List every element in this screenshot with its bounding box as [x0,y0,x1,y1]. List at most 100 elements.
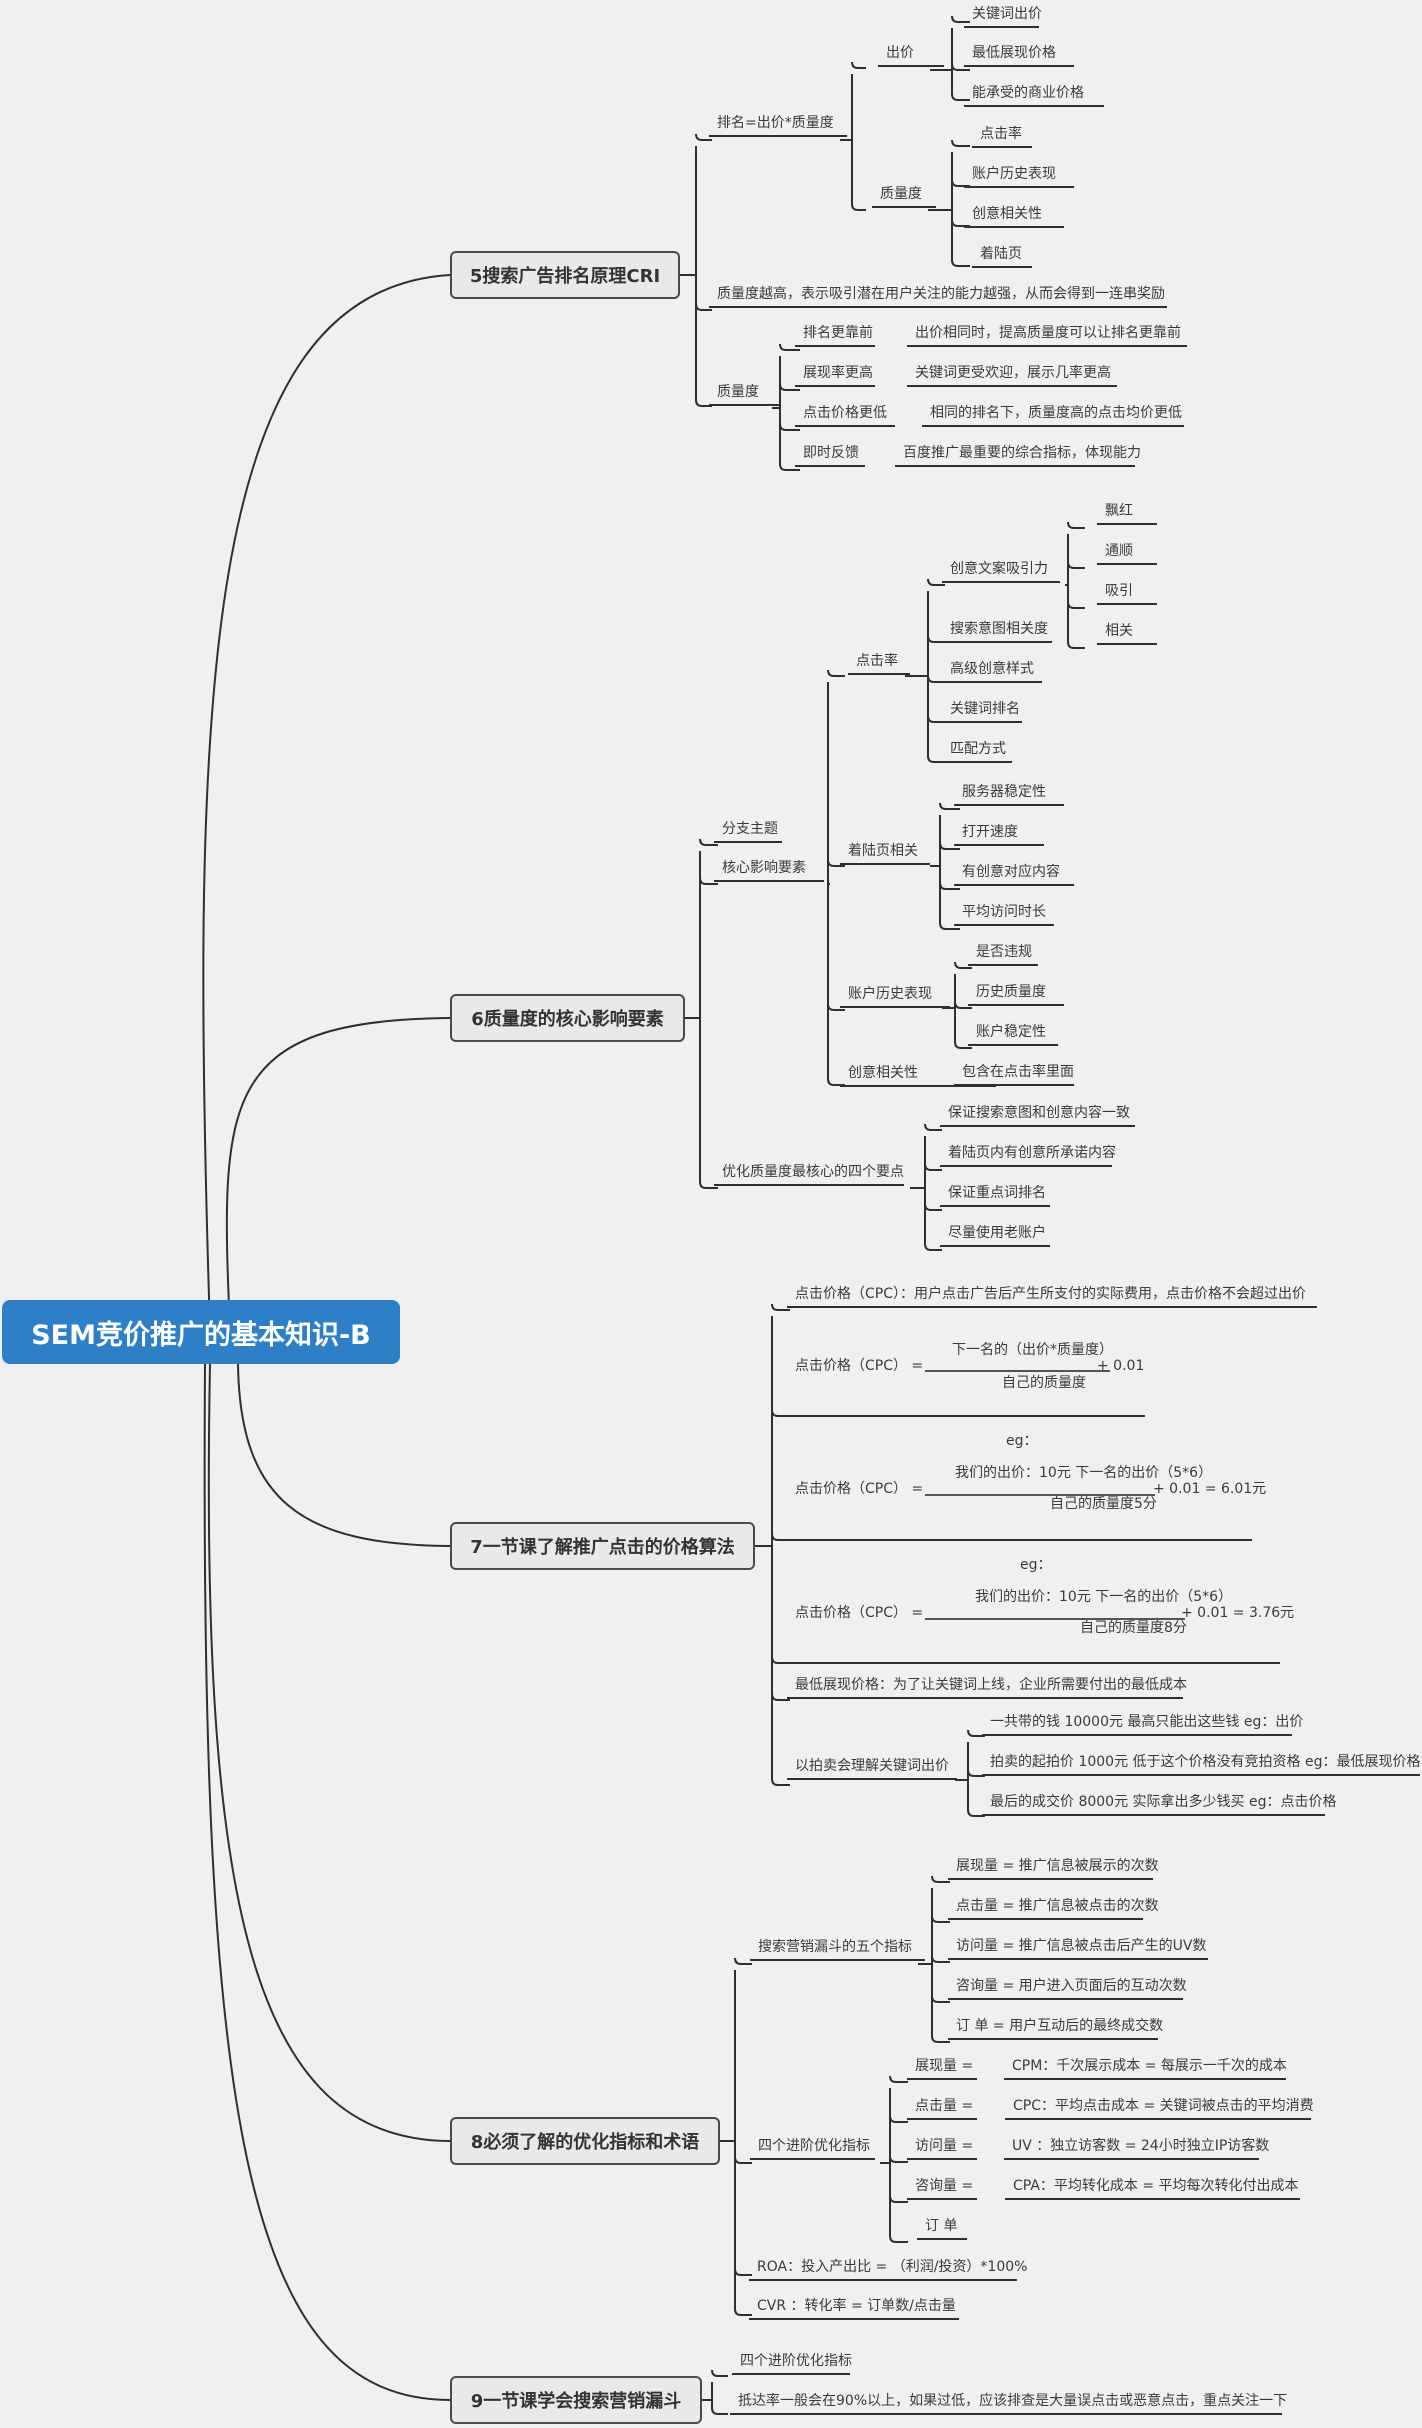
underline [732,2373,850,2375]
bid-item[interactable]: 能承受的商业价格 [972,85,1084,101]
core-factors[interactable]: 核心影响要素 [722,860,806,876]
advanced-key[interactable]: 点击量 = [915,2098,974,2114]
auction-item[interactable]: 一共带的钱 10000元 最高只能出这些钱 eg：出价 [990,1714,1304,1730]
advanced-value[interactable]: CPA：平均转化成本 = 平均每次转化付出成本 [1013,2178,1299,2194]
funnel-item[interactable]: 咨询量 = 用户进入页面后的互动次数 [956,1978,1187,1994]
opt-item[interactable]: 尽量使用老账户 [948,1225,1046,1241]
relevance-label[interactable]: 创意相关性 [848,1065,918,1081]
connector [939,802,960,810]
funnel-item-2[interactable]: 抵达率一般会在90%以上，如果过低，应该排查是大量误点击或恶意点击，重点关注一下 [738,2393,1288,2409]
bid-label[interactable]: 出价 [886,45,914,61]
funnel-label[interactable]: 搜索营销漏斗的五个指标 [758,1939,912,1955]
funnel-item[interactable]: 访问量 = 推广信息被点击后产生的UV数 [956,1938,1207,1954]
auction-item[interactable]: 最后的成交价 8000元 实际拿出多少钱买 eg：点击价格 [990,1794,1337,1810]
funnel-item[interactable]: 点击量 = 推广信息被点击的次数 [956,1898,1159,1914]
creative-item[interactable]: 相关 [1105,623,1133,639]
formula-tail: + 0.01 [1097,1358,1145,1374]
qd2-label[interactable]: 质量度 [717,384,759,400]
main-topic-7[interactable]: 7一节课了解推广点击的价格算法 [450,1522,755,1570]
landing-item[interactable]: 打开速度 [962,824,1018,840]
advanced-value[interactable]: CPM：千次展示成本 = 每展示一千次的成本 [1012,2058,1287,2074]
ctr-item[interactable]: 高级创意样式 [950,661,1034,677]
qd2-key[interactable]: 即时反馈 [803,445,859,461]
min-show-price[interactable]: 最低展现价格：为了让关键词上线，企业所需要付出的最低成本 [795,1677,1187,1693]
qd2-value[interactable]: 出价相同时，提高质量度可以让排名更靠前 [915,325,1181,341]
advanced-metrics[interactable]: 四个进阶优化指标 [758,2138,870,2154]
cpc-definition[interactable]: 点击价格（CPC）：用户点击广告后产生所支付的实际费用，点击价格不会超过出价 [795,1286,1306,1302]
underline [787,1306,1317,1308]
roa[interactable]: ROA：投入产出比 = （利润/投资）*100% [757,2259,1028,2275]
qd2-value[interactable]: 关键词更受欢迎，展示几率更高 [915,365,1111,381]
qd2-value[interactable]: 相同的排名下，质量度高的点击均价更低 [930,405,1182,421]
qd-item[interactable]: 着陆页 [980,246,1022,262]
opt-core[interactable]: 优化质量度最核心的四个要点 [722,1164,904,1180]
advanced-value[interactable]: UV ：独立访客数 = 24小时独立IP访客数 [1012,2138,1270,2154]
underline [968,1044,1058,1046]
connector [889,2075,908,2083]
opt-item[interactable]: 着陆页内有创意所承诺内容 [948,1145,1116,1161]
creative-item[interactable]: 飘红 [1105,503,1133,519]
qd2-key[interactable]: 排名更靠前 [803,325,873,341]
connector [931,1955,950,1963]
underline [1097,563,1157,565]
underline [917,2238,967,2240]
underline [714,1184,904,1186]
underline [787,1697,1183,1699]
eg-label: eg： [1006,1433,1038,1449]
cvr[interactable]: CVR ：转化率 = 订单数/点击量 [757,2298,956,2314]
funnel-item[interactable]: 订 单 = 用户互动后的最终成交数 [956,2018,1164,2034]
qd-item[interactable]: 账户历史表现 [972,166,1056,182]
landing-item[interactable]: 平均访问时长 [962,904,1046,920]
ctr-label[interactable]: 点击率 [856,653,898,669]
funnel-item-1[interactable]: 四个进阶优化指标 [740,2353,852,2369]
opt-item[interactable]: 保证搜索意图和创意内容一致 [948,1105,1130,1121]
auction-label[interactable]: 以拍卖会理解关键词出价 [795,1758,949,1774]
rank-formula[interactable]: 排名=出价*质量度 [717,115,834,131]
main-topic-8[interactable]: 8必须了解的优化指标和术语 [450,2117,720,2165]
history-label[interactable]: 账户历史表现 [848,986,932,1002]
connector [931,1995,950,2003]
root-topic[interactable]: SEM竞价推广的基本知识-B [2,1300,400,1364]
history-item[interactable]: 是否违规 [976,944,1032,960]
fraction-bar [925,1370,1110,1372]
creative-item[interactable]: 通顺 [1105,543,1133,559]
main-topic-9[interactable]: 9一节课学会搜索营销漏斗 [450,2376,702,2424]
qd-item[interactable]: 创意相关性 [972,206,1042,222]
creative-item[interactable]: 吸引 [1105,583,1133,599]
qd2-key[interactable]: 点击价格更低 [803,405,887,421]
qd2-value[interactable]: 百度推广最重要的综合指标，体现能力 [903,445,1141,461]
ctr-item[interactable]: 搜索意图相关度 [950,621,1048,637]
funnel-item[interactable]: 展现量 = 推广信息被展示的次数 [956,1858,1159,1874]
connector [951,219,970,227]
bid-item[interactable]: 最低展现价格 [972,45,1056,61]
landing-item[interactable]: 服务器稳定性 [962,784,1046,800]
quality-note[interactable]: 质量度越高，表示吸引潜在用户关注的能力越强，从而会得到一连串奖励 [717,286,1165,302]
history-item[interactable]: 账户稳定性 [976,1024,1046,1040]
connector [851,61,866,69]
advanced-key[interactable]: 咨询量 = [915,2178,974,2194]
qd-item[interactable]: 点击率 [980,126,1022,142]
landing-item[interactable]: 有创意对应内容 [962,864,1060,880]
connector [202,274,451,1331]
opt-item[interactable]: 保证重点词排名 [948,1185,1046,1201]
relevance-item[interactable]: 包含在点击率里面 [962,1064,1074,1080]
advanced-key[interactable]: 展现量 = [915,2058,974,2074]
bid-item[interactable]: 关键词出价 [972,6,1042,22]
history-item[interactable]: 历史质量度 [976,984,1046,1000]
auction-item[interactable]: 拍卖的起拍价 1000元 低于这个价格没有竞拍资格 eg：最低展现价格 [990,1754,1421,1770]
ctr-item[interactable]: 关键词排名 [950,701,1020,717]
landing-label[interactable]: 着陆页相关 [848,843,918,859]
advanced-value[interactable]: CPC：平均点击成本 = 关键词被点击的平均消费 [1013,2098,1314,2114]
ctr-item[interactable]: 匹配方式 [950,741,1006,757]
underline [964,186,1074,188]
qd2-key[interactable]: 展现率更高 [803,365,873,381]
advanced-key[interactable]: 订 单 [925,2218,958,2234]
advanced-key[interactable]: 访问量 = [915,2138,974,2154]
main-topic-6[interactable]: 6质量度的核心影响要素 [450,994,685,1042]
main-topic-5[interactable]: 5搜索广告排名原理CRI [450,251,680,299]
branch-topic[interactable]: 分支主题 [722,821,778,837]
connector [1067,521,1085,529]
qd-label[interactable]: 质量度 [880,186,922,202]
creative-attr[interactable]: 创意文案吸引力 [950,561,1048,577]
connector [237,1363,451,1547]
